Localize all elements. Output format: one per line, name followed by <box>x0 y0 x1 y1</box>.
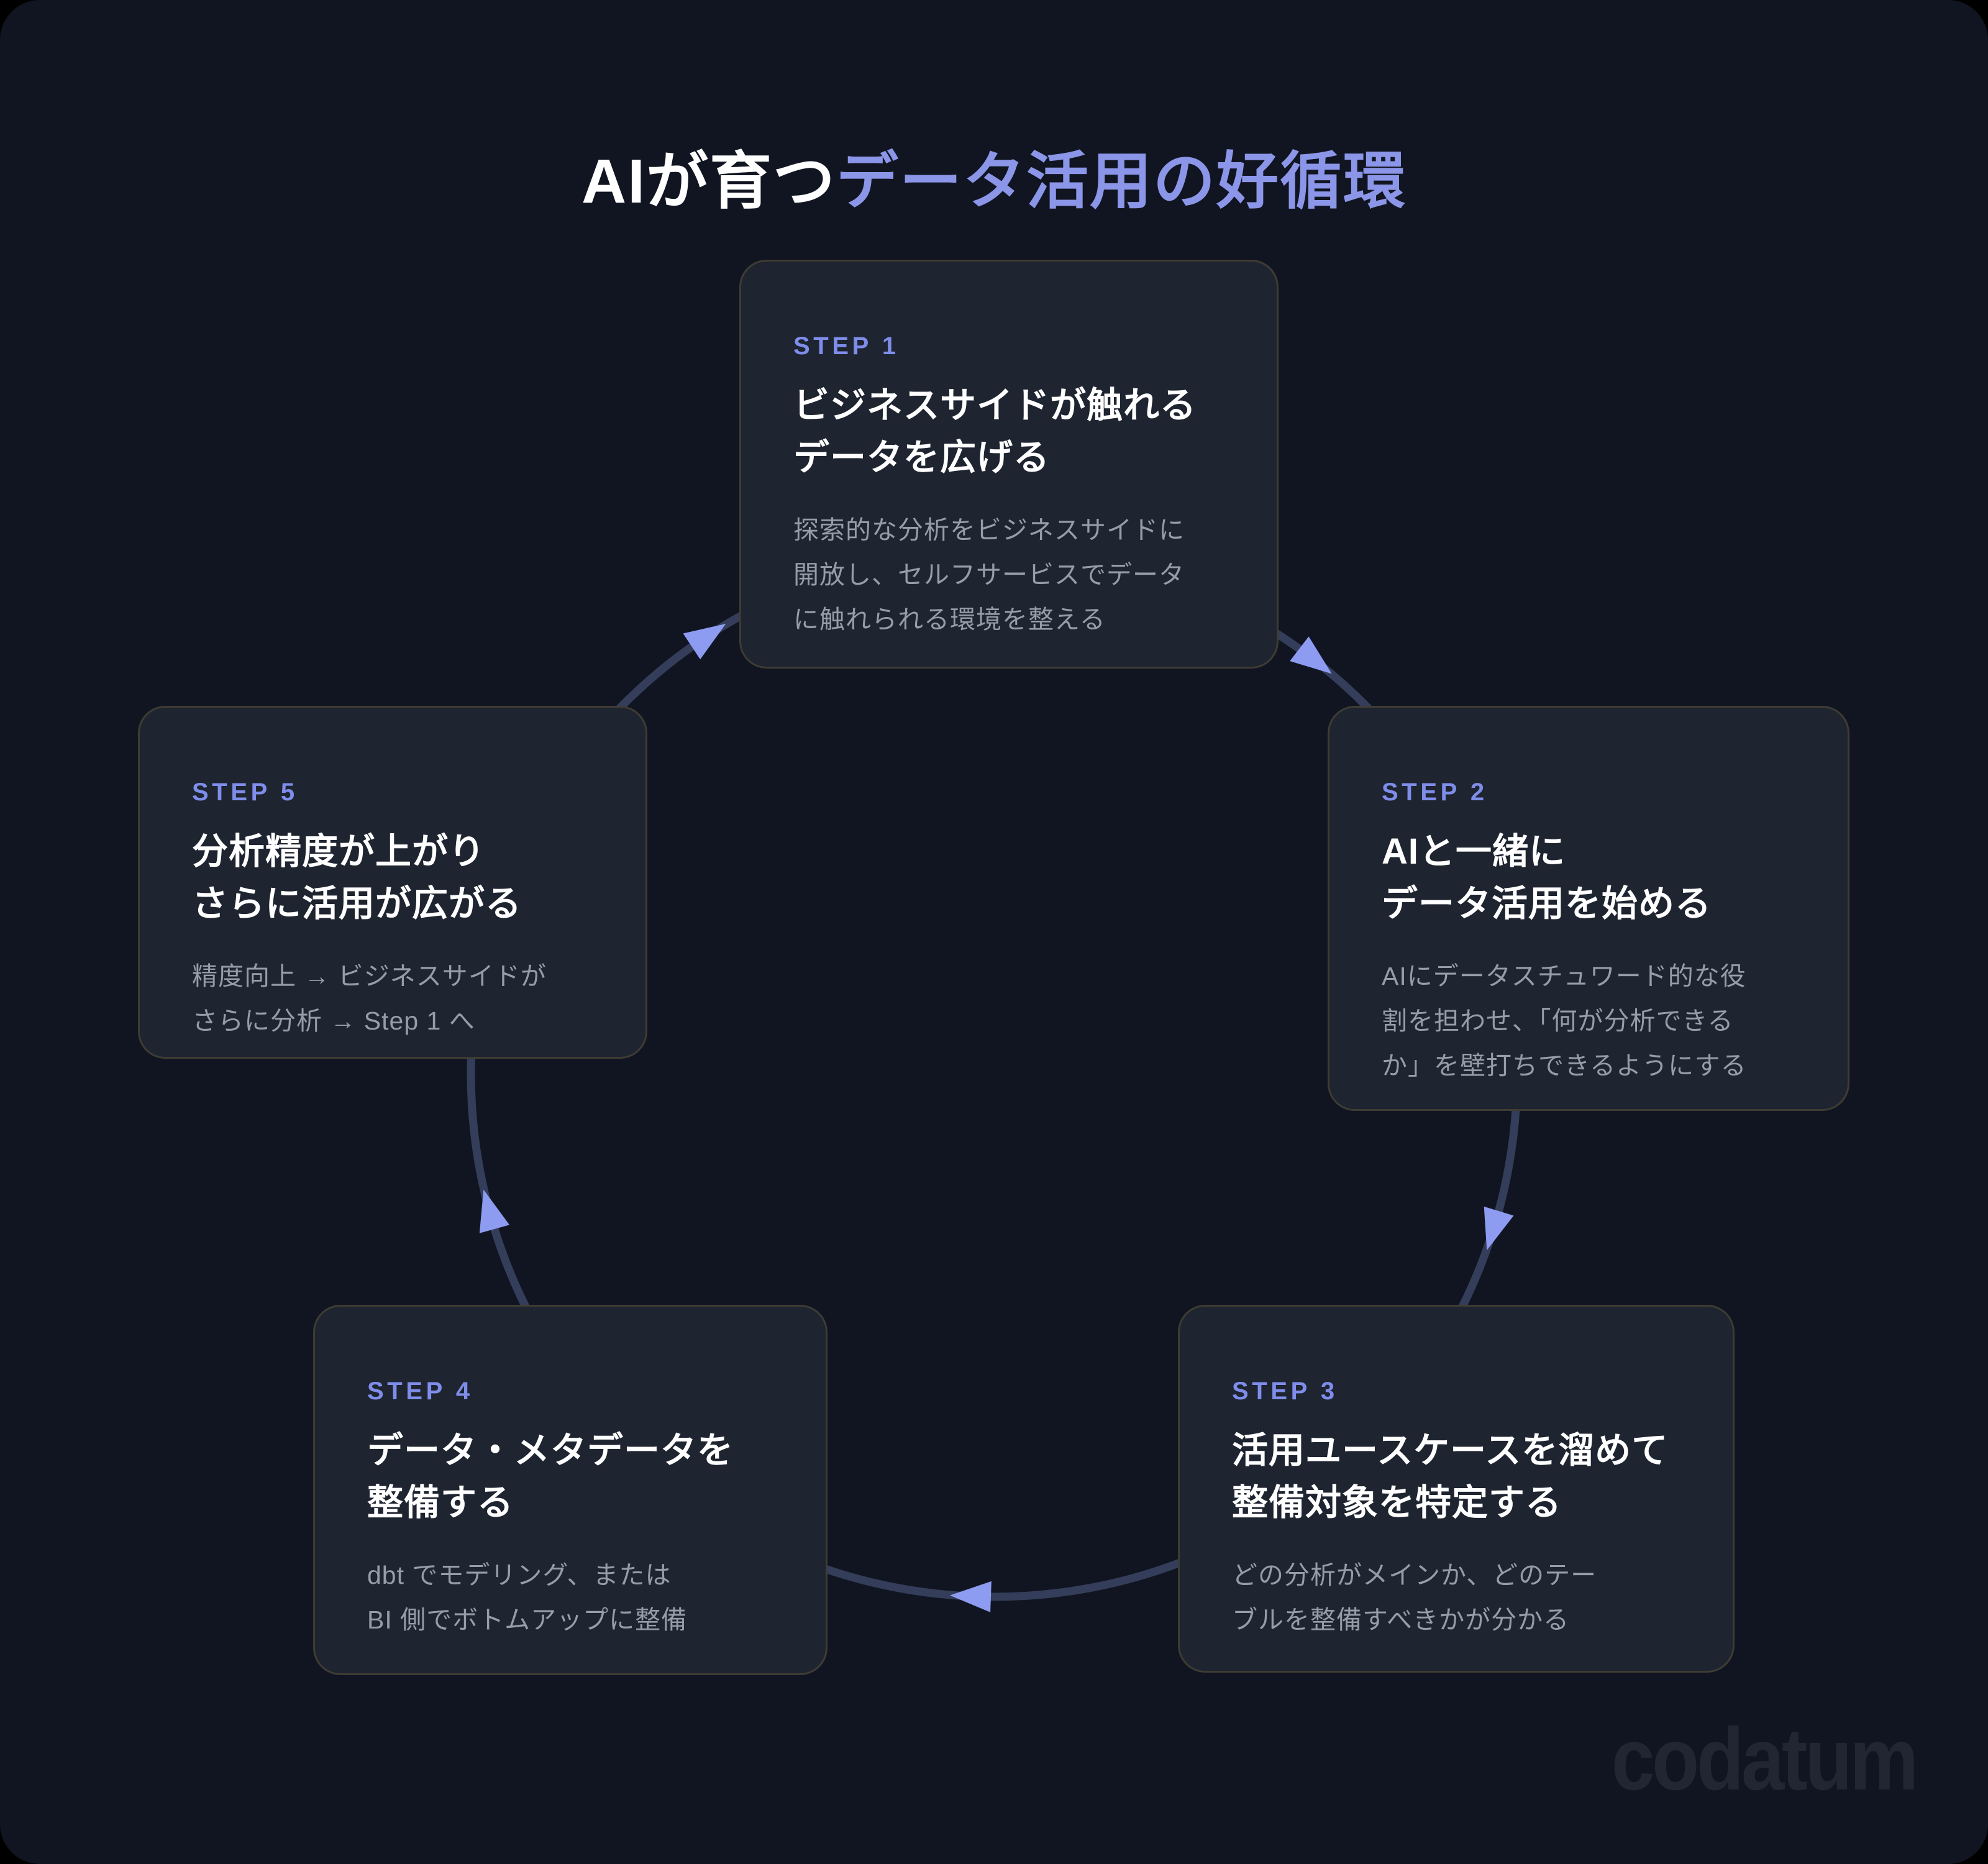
page-title-normal: AIが育つ <box>581 147 836 216</box>
step-2-title: AIと一緒に データ活用を始める <box>1382 826 1795 930</box>
step-2-description: AIにデータスチュワード的な役 割を担わせ、「何が分析できる か」を壁打ちできる… <box>1382 954 1795 1088</box>
page-title: AIが育つデータ活用の好循環 <box>0 141 1988 222</box>
step-5-card: STEP 5 分析精度が上がり さらに活用が広がる 精度向上 → ビジネスサイド… <box>138 706 647 1059</box>
codatum-logo: codatum <box>1611 1710 1918 1809</box>
step-4-card: STEP 4 データ・メタデータを 整備する dbt でモデリング、または BI… <box>313 1305 828 1675</box>
body-line: 割を担わせ、「何が分析できる <box>1382 1007 1734 1035</box>
step-1-card: STEP 1 ビジネスサイドが触れる データを広げる 探索的な分析をビジネスサイ… <box>739 260 1279 669</box>
title-line: ビジネスサイドが触れる <box>793 385 1197 426</box>
step-2-label: STEP 2 <box>1382 779 1488 806</box>
cycle-arrow-icon <box>683 623 726 660</box>
body-line: ブルを整備すべきかが分かる <box>1232 1606 1570 1634</box>
title-line: データを広げる <box>793 437 1051 478</box>
body-line: 精度向上 → ビジネスサイドが <box>192 962 547 990</box>
step-3-description: どの分析がメインか、どのテー ブルを整備すべきかが分かる <box>1232 1553 1680 1642</box>
title-line: 活用ユースケースを溜めて <box>1232 1430 1669 1471</box>
body-line: さらに分析 → Step 1 へ <box>192 1007 475 1035</box>
cycle-arrow-icon <box>950 1581 992 1612</box>
cycle-arrow-icon <box>479 1189 510 1233</box>
body-line: か」を壁打ちできるようにする <box>1382 1051 1747 1080</box>
title-line: さらに活用が広がる <box>192 884 522 924</box>
body-line: dbt でモデリング、または <box>367 1561 672 1589</box>
title-line: 分析精度が上がり <box>192 831 486 872</box>
step-5-title: 分析精度が上がり さらに活用が広がる <box>192 826 593 930</box>
cycle-arrow-icon <box>1290 636 1332 674</box>
step-1-title: ビジネスサイドが触れる データを広げる <box>793 380 1224 484</box>
body-line: BI 側でボトムアップに整備 <box>367 1606 688 1634</box>
step-5-description: 精度向上 → ビジネスサイドが さらに分析 → Step 1 へ <box>192 954 593 1043</box>
body-line: 探索的な分析をビジネスサイドに <box>793 516 1185 544</box>
step-1-label: STEP 1 <box>793 332 900 360</box>
body-line: 開放し、セルフサービスでデータ <box>793 560 1185 589</box>
cycle-arrow-icon <box>1484 1206 1514 1251</box>
step-4-title: データ・メタデータを 整備する <box>367 1425 773 1529</box>
title-line: データ活用を始める <box>1382 884 1712 924</box>
title-line: 整備対象を特定する <box>1232 1483 1562 1523</box>
step-1-description: 探索的な分析をビジネスサイドに 開放し、セルフサービスでデータ に触れられる環境… <box>793 508 1224 642</box>
body-line: どの分析がメインか、どのテー <box>1232 1561 1597 1589</box>
title-line: AIと一緒に <box>1382 831 1566 872</box>
step-5-label: STEP 5 <box>192 779 298 806</box>
body-line: AIにデータスチュワード的な役 <box>1382 962 1746 990</box>
step-2-card: STEP 2 AIと一緒に データ活用を始める AIにデータスチュワード的な役 … <box>1328 706 1849 1111</box>
step-3-label: STEP 3 <box>1232 1377 1338 1405</box>
page-title-highlight: データ活用の好循環 <box>836 147 1407 216</box>
body-line: に触れられる環境を整える <box>793 605 1106 634</box>
title-line: 整備する <box>367 1483 514 1523</box>
step-4-label: STEP 4 <box>367 1377 473 1405</box>
step-3-title: 活用ユースケースを溜めて 整備対象を特定する <box>1232 1425 1680 1529</box>
title-line: データ・メタデータを <box>367 1430 734 1471</box>
step-3-card: STEP 3 活用ユースケースを溜めて 整備対象を特定する どの分析がメインか、… <box>1178 1305 1735 1673</box>
step-4-description: dbt でモデリング、または BI 側でボトムアップに整備 <box>367 1553 773 1642</box>
